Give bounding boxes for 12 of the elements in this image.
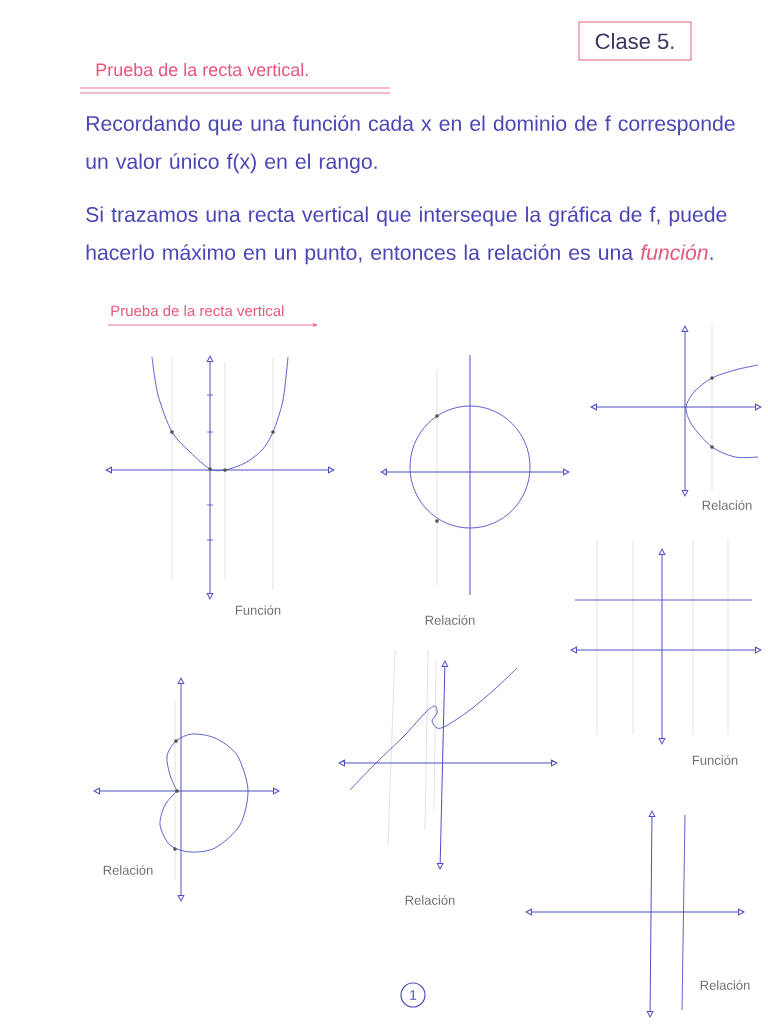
title: Prueba de la recta vertical.	[96, 62, 308, 77]
graph-caption: Relación	[702, 500, 752, 510]
graph-caption: Relación	[425, 615, 475, 625]
class-label-box: Clase 5.	[578, 21, 692, 61]
paragraph: Recordando que una función cada x en el dominio de f corresponde un valor único f(x) en el rango.	[86, 115, 735, 174]
graph-caption: Relación	[700, 980, 750, 990]
subheading: Prueba de la recta vertical	[111, 305, 284, 317]
graph-caption: Función	[235, 605, 281, 615]
graph-caption: Relación	[405, 895, 455, 905]
graph-caption: Relación	[103, 865, 153, 875]
paragraph: Si trazamos una recta vertical que interseque la gráfica de f, puede hacerlo máximo en un punto, entonces la relación es una función.	[86, 206, 727, 265]
graph-caption: Función	[692, 755, 738, 765]
